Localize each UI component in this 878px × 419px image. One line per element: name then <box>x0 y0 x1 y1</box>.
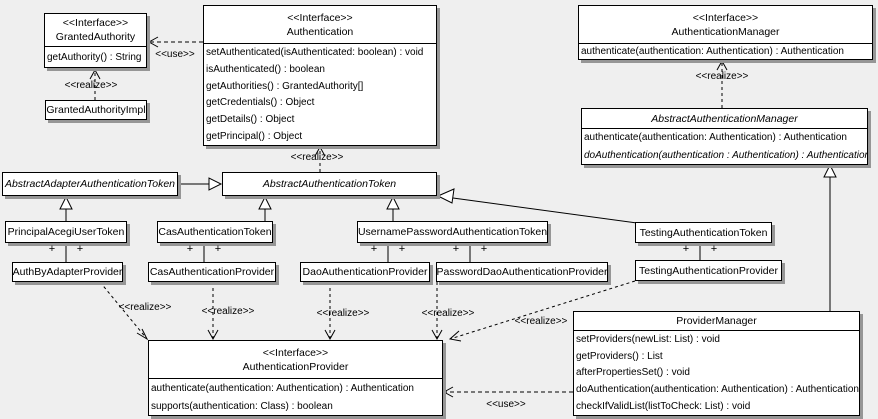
use-label: <<use>> <box>155 49 195 60</box>
method-label: setProviders(newList: List) : void <box>576 333 720 345</box>
class-name: PrincipalAcegiUserToken <box>7 226 125 238</box>
method-label: getDetails() : Object <box>206 114 295 126</box>
realize-arrow <box>99 281 149 341</box>
realize-arrow <box>324 282 336 341</box>
class-authentication-manager: <<Interface>> AuthenticationManager auth… <box>578 5 873 60</box>
class-name: AuthenticationProvider <box>242 360 349 373</box>
class-auth-by-adapter-provider: AuthByAdapterProvider <box>12 262 123 282</box>
realize-label: <<realize>> <box>64 80 118 91</box>
class-name: TestingAuthenticationToken <box>639 226 768 239</box>
method-label: afterPropertiesSet() : void <box>576 367 690 379</box>
plus-sign: + <box>682 243 690 255</box>
class-name: AuthByAdapterProvider <box>12 266 123 278</box>
realize-arrow <box>89 68 101 100</box>
method-label: setAuthenticated(isAuthenticated: boolea… <box>206 46 424 58</box>
class-name: GrantedAuthority <box>55 31 136 43</box>
plus-sign: + <box>480 243 488 255</box>
realize-arrow <box>207 282 219 341</box>
plus-sign: + <box>76 243 84 255</box>
stereotype-label: <<Interface>> <box>262 346 329 359</box>
class-name: ProviderManager <box>676 315 757 327</box>
realize-arrow <box>431 282 443 341</box>
class-name: CasAuthenticationProvider <box>149 266 275 278</box>
class-granted-authority-impl: GrantedAuthorityImpl <box>45 100 147 120</box>
class-authentication: <<Interface>> Authentication setAuthenti… <box>203 5 437 146</box>
class-granted-authority: <<Interface>> GrantedAuthority getAuthor… <box>44 13 147 68</box>
stereotype-label: <<Interface>> <box>692 11 759 24</box>
realize-label: <<realize>> <box>695 71 749 82</box>
realize-label: <<realize>> <box>201 306 255 317</box>
realize-arrow <box>314 145 326 172</box>
realize-label: <<realize>> <box>316 308 370 319</box>
class-authentication-provider: <<Interface>> AuthenticationProvider aut… <box>148 340 443 416</box>
class-abstract-authentication-manager: AbstractAuthenticationManager authentica… <box>581 108 868 165</box>
realize-label: <<realize>> <box>421 308 475 319</box>
method-label: doAuthentication(authentication: Authent… <box>576 384 859 396</box>
realize-label: <<realize>> <box>514 316 568 327</box>
method-label: getAuthorities() : GrantedAuthority[] <box>206 80 364 92</box>
generalization-arrow <box>59 195 73 221</box>
use-arrow <box>442 386 573 398</box>
method-label: isAuthenticated() : boolean <box>206 63 325 75</box>
class-testing-authentication-token: TestingAuthenticationToken <box>635 222 772 243</box>
plus-sign: + <box>452 243 460 255</box>
method-label: getProviders() : List <box>576 350 663 362</box>
class-name: AbstractAuthenticationToken <box>262 178 397 190</box>
class-name: UsernamePasswordAuthenticationToken <box>357 226 548 238</box>
class-provider-manager: ProviderManager setProviders(newList: Li… <box>573 311 860 416</box>
use-label: <<use>> <box>486 399 526 410</box>
class-username-password-authentication-token: UsernamePasswordAuthenticationToken <box>357 221 548 243</box>
class-name: Authentication <box>286 25 354 38</box>
plus-sign: + <box>48 243 56 255</box>
association-line <box>65 243 701 262</box>
method-label: doAuthentication(authentication : Authen… <box>584 149 867 161</box>
generalization-arrow <box>178 177 223 191</box>
generalization-arrow <box>436 188 638 224</box>
method-label: authenticate(authentication: Authenticat… <box>581 46 844 57</box>
method-label: getCredentials() : Object <box>206 97 315 109</box>
class-principal-acegi-user-token: PrincipalAcegiUserToken <box>5 221 127 243</box>
class-name: AuthenticationManager <box>671 25 780 38</box>
generalization-arrow <box>258 195 272 221</box>
class-abstract-authentication-token: AbstractAuthenticationToken <box>222 172 437 196</box>
realize-label: <<realize>> <box>118 302 172 313</box>
realize-arrow <box>716 59 728 108</box>
generalization-arrow <box>386 195 400 221</box>
method-label: authenticate(authentication: Authenticat… <box>584 132 847 144</box>
generalization-arrow <box>823 163 837 311</box>
class-testing-authentication-provider: TestingAuthenticationProvider <box>635 260 782 281</box>
realize-arrow <box>448 280 636 342</box>
class-name: AbstractAdapterAuthenticationToken <box>4 178 176 190</box>
plus-sign: + <box>214 243 222 255</box>
class-cas-authentication-token: CasAuthenticationToken <box>157 221 273 243</box>
plus-sign: + <box>370 243 378 255</box>
method-label: getAuthority() : String <box>47 51 142 63</box>
plus-sign: + <box>186 243 194 255</box>
method-label: authenticate(authentication: Authenticat… <box>151 382 414 394</box>
use-arrow <box>147 36 203 48</box>
class-name: CasAuthenticationToken <box>158 226 272 238</box>
method-label: supports(authentication: Class) : boolea… <box>151 400 333 412</box>
class-dao-authentication-provider: DaoAuthenticationProvider <box>300 262 430 282</box>
stereotype-label: <<Interface>> <box>62 17 129 29</box>
class-name: GrantedAuthorityImpl <box>46 104 146 116</box>
class-name: TestingAuthenticationProvider <box>639 264 778 277</box>
class-cas-authentication-provider: CasAuthenticationProvider <box>148 262 276 282</box>
realize-label: <<realize>> <box>290 152 344 163</box>
method-label: checkIfValidList(listToCheck: List) : vo… <box>576 401 751 413</box>
plus-sign: + <box>398 243 406 255</box>
stereotype-label: <<Interface>> <box>287 11 353 24</box>
class-name: DaoAuthenticationProvider <box>302 266 428 278</box>
class-abstract-adapter-authentication-token: AbstractAdapterAuthenticationToken <box>2 172 178 196</box>
method-label: getPrincipal() : Object <box>206 131 303 143</box>
class-password-dao-authentication-provider: PasswordDaoAuthenticationProvider <box>436 262 608 282</box>
class-name: PasswordDaoAuthenticationProvider <box>436 266 608 278</box>
plus-sign: + <box>710 243 718 255</box>
class-name: AbstractAuthenticationManager <box>651 112 798 125</box>
